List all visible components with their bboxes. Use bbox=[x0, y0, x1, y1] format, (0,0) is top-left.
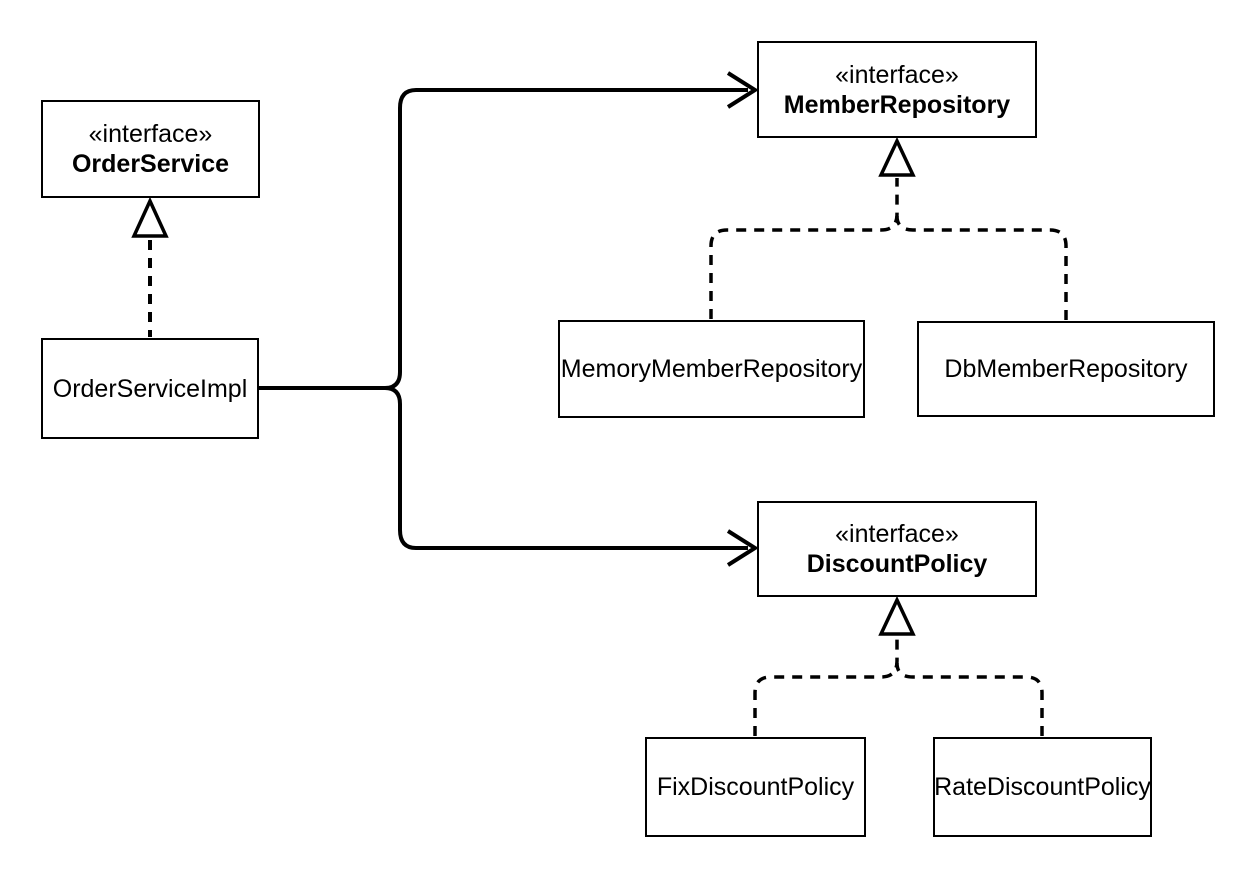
class-name: RateDiscountPolicy bbox=[934, 773, 1151, 801]
class-name: MemoryMemberRepository bbox=[560, 355, 863, 383]
realization-edge-orderserviceimpl-orderservice bbox=[131, 196, 169, 337]
realization-edge-memorymemberrepository bbox=[709, 178, 899, 319]
hollow-triangle-icon bbox=[131, 196, 169, 238]
class-name: OrderServiceImpl bbox=[52, 374, 248, 403]
class-name: DiscountPolicy bbox=[806, 550, 988, 578]
class-name: DbMemberRepository bbox=[944, 355, 1188, 383]
realization-edge-ratediscountpolicy bbox=[895, 662, 1044, 736]
class-box-discount-policy: «interface» DiscountPolicy bbox=[757, 501, 1037, 597]
hollow-triangle-icon bbox=[878, 595, 916, 636]
dependency-edge-orderserviceimpl-discountpolicy bbox=[259, 386, 759, 567]
class-box-order-service-impl: OrderServiceImpl bbox=[41, 338, 259, 439]
class-name: FixDiscountPolicy bbox=[656, 773, 855, 801]
class-box-db-member-repository: DbMemberRepository bbox=[917, 321, 1215, 417]
stereotype-label: «interface» bbox=[835, 60, 959, 89]
realization-edge-fixdiscountpolicy bbox=[753, 637, 899, 736]
class-box-memory-member-repository: MemoryMemberRepository bbox=[558, 320, 865, 418]
class-name: OrderService bbox=[71, 150, 230, 178]
class-name: MemberRepository bbox=[783, 90, 1011, 119]
open-arrowhead-icon bbox=[726, 529, 759, 567]
class-box-order-service: «interface» OrderService bbox=[41, 100, 260, 198]
class-box-fix-discount-policy: FixDiscountPolicy bbox=[645, 737, 866, 837]
realization-edges-discountpolicy-children bbox=[753, 637, 1044, 736]
realization-edge-dbmemberrepository bbox=[895, 215, 1068, 320]
realization-edges-memberrepository-children bbox=[709, 178, 1068, 320]
hollow-triangle-icon bbox=[878, 136, 916, 177]
class-box-rate-discount-policy: RateDiscountPolicy bbox=[933, 737, 1152, 837]
stereotype-label: «interface» bbox=[835, 520, 959, 548]
stereotype-label: «interface» bbox=[88, 120, 213, 148]
class-box-member-repository: «interface» MemberRepository bbox=[757, 41, 1037, 138]
open-arrowhead-icon bbox=[726, 71, 759, 109]
